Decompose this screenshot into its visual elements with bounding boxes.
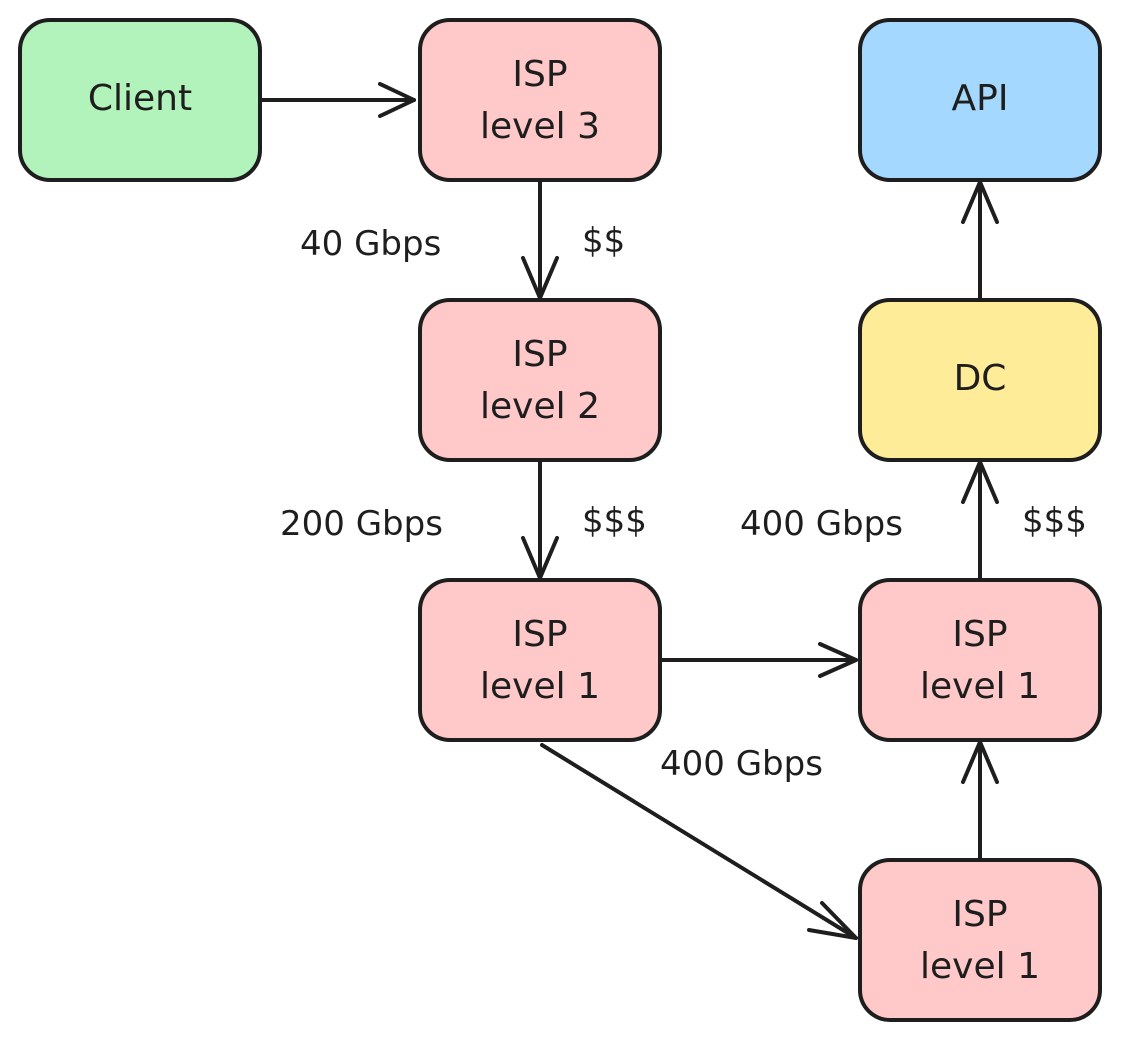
dc-box <box>858 298 1102 462</box>
isp-level1-c-node: ISP level 1 <box>858 858 1102 1022</box>
isp-level3-title: ISP <box>512 54 567 95</box>
api-node: API <box>858 18 1102 182</box>
edge-isp-level2-to-isp-level1 <box>521 458 559 580</box>
edge-label-400-gbps-bottom: 400 Gbps <box>660 744 823 784</box>
edge-label-40-gbps: 40 Gbps <box>300 224 441 264</box>
edge-isp-level1-to-isp-level1-bottom <box>540 743 858 940</box>
client-box <box>18 18 262 182</box>
edge-label-400-gbps-top: 400 Gbps <box>740 504 903 544</box>
edge-isp-level1-bottom-to-isp-level1-right <box>961 740 999 860</box>
isp-level2-subtitle: level 2 <box>480 386 600 427</box>
api-label: API <box>952 78 1009 119</box>
isp-level1-a-box <box>418 578 662 742</box>
client-label: Client <box>88 78 192 119</box>
dc-label: DC <box>954 358 1007 399</box>
edge-isp-level1-to-isp-level1-right <box>658 642 858 678</box>
isp-level1-a-subtitle: level 1 <box>480 666 600 707</box>
isp-level1-b-title: ISP <box>952 614 1007 655</box>
edge-label-cost-2: $$ <box>582 221 625 261</box>
edge-label-cost-3-left: $$$ <box>582 501 647 541</box>
isp-level1-a-title: ISP <box>512 614 567 655</box>
edge-client-to-isp-level3 <box>258 82 416 118</box>
edge-isp-level1-to-dc <box>961 460 999 580</box>
isp-level1-b-node: ISP level 1 <box>858 578 1102 742</box>
isp-level3-node: ISP level 3 <box>418 18 662 182</box>
edge-dc-to-api <box>961 180 999 300</box>
api-box <box>858 18 1102 182</box>
edge-isp-level3-to-isp-level2 <box>521 178 559 300</box>
client-node: Client <box>18 18 262 182</box>
dc-node: DC <box>858 298 1102 462</box>
isp-level1-c-box <box>858 858 1102 1022</box>
isp-level3-box <box>418 18 662 182</box>
edge-label-200-gbps: 200 Gbps <box>280 504 443 544</box>
isp-level1-b-subtitle: level 1 <box>920 666 1040 707</box>
isp-level1-c-title: ISP <box>952 894 1007 935</box>
isp-level1-b-box <box>858 578 1102 742</box>
isp-level1-a-node: ISP level 1 <box>418 578 662 742</box>
isp-level3-subtitle: level 3 <box>480 106 600 147</box>
edge-label-cost-3-right: $$$ <box>1022 501 1087 541</box>
isp-level1-c-subtitle: level 1 <box>920 946 1040 987</box>
isp-level2-title: ISP <box>512 334 567 375</box>
isp-level2-node: ISP level 2 <box>418 298 662 462</box>
isp-level2-box <box>418 298 662 462</box>
